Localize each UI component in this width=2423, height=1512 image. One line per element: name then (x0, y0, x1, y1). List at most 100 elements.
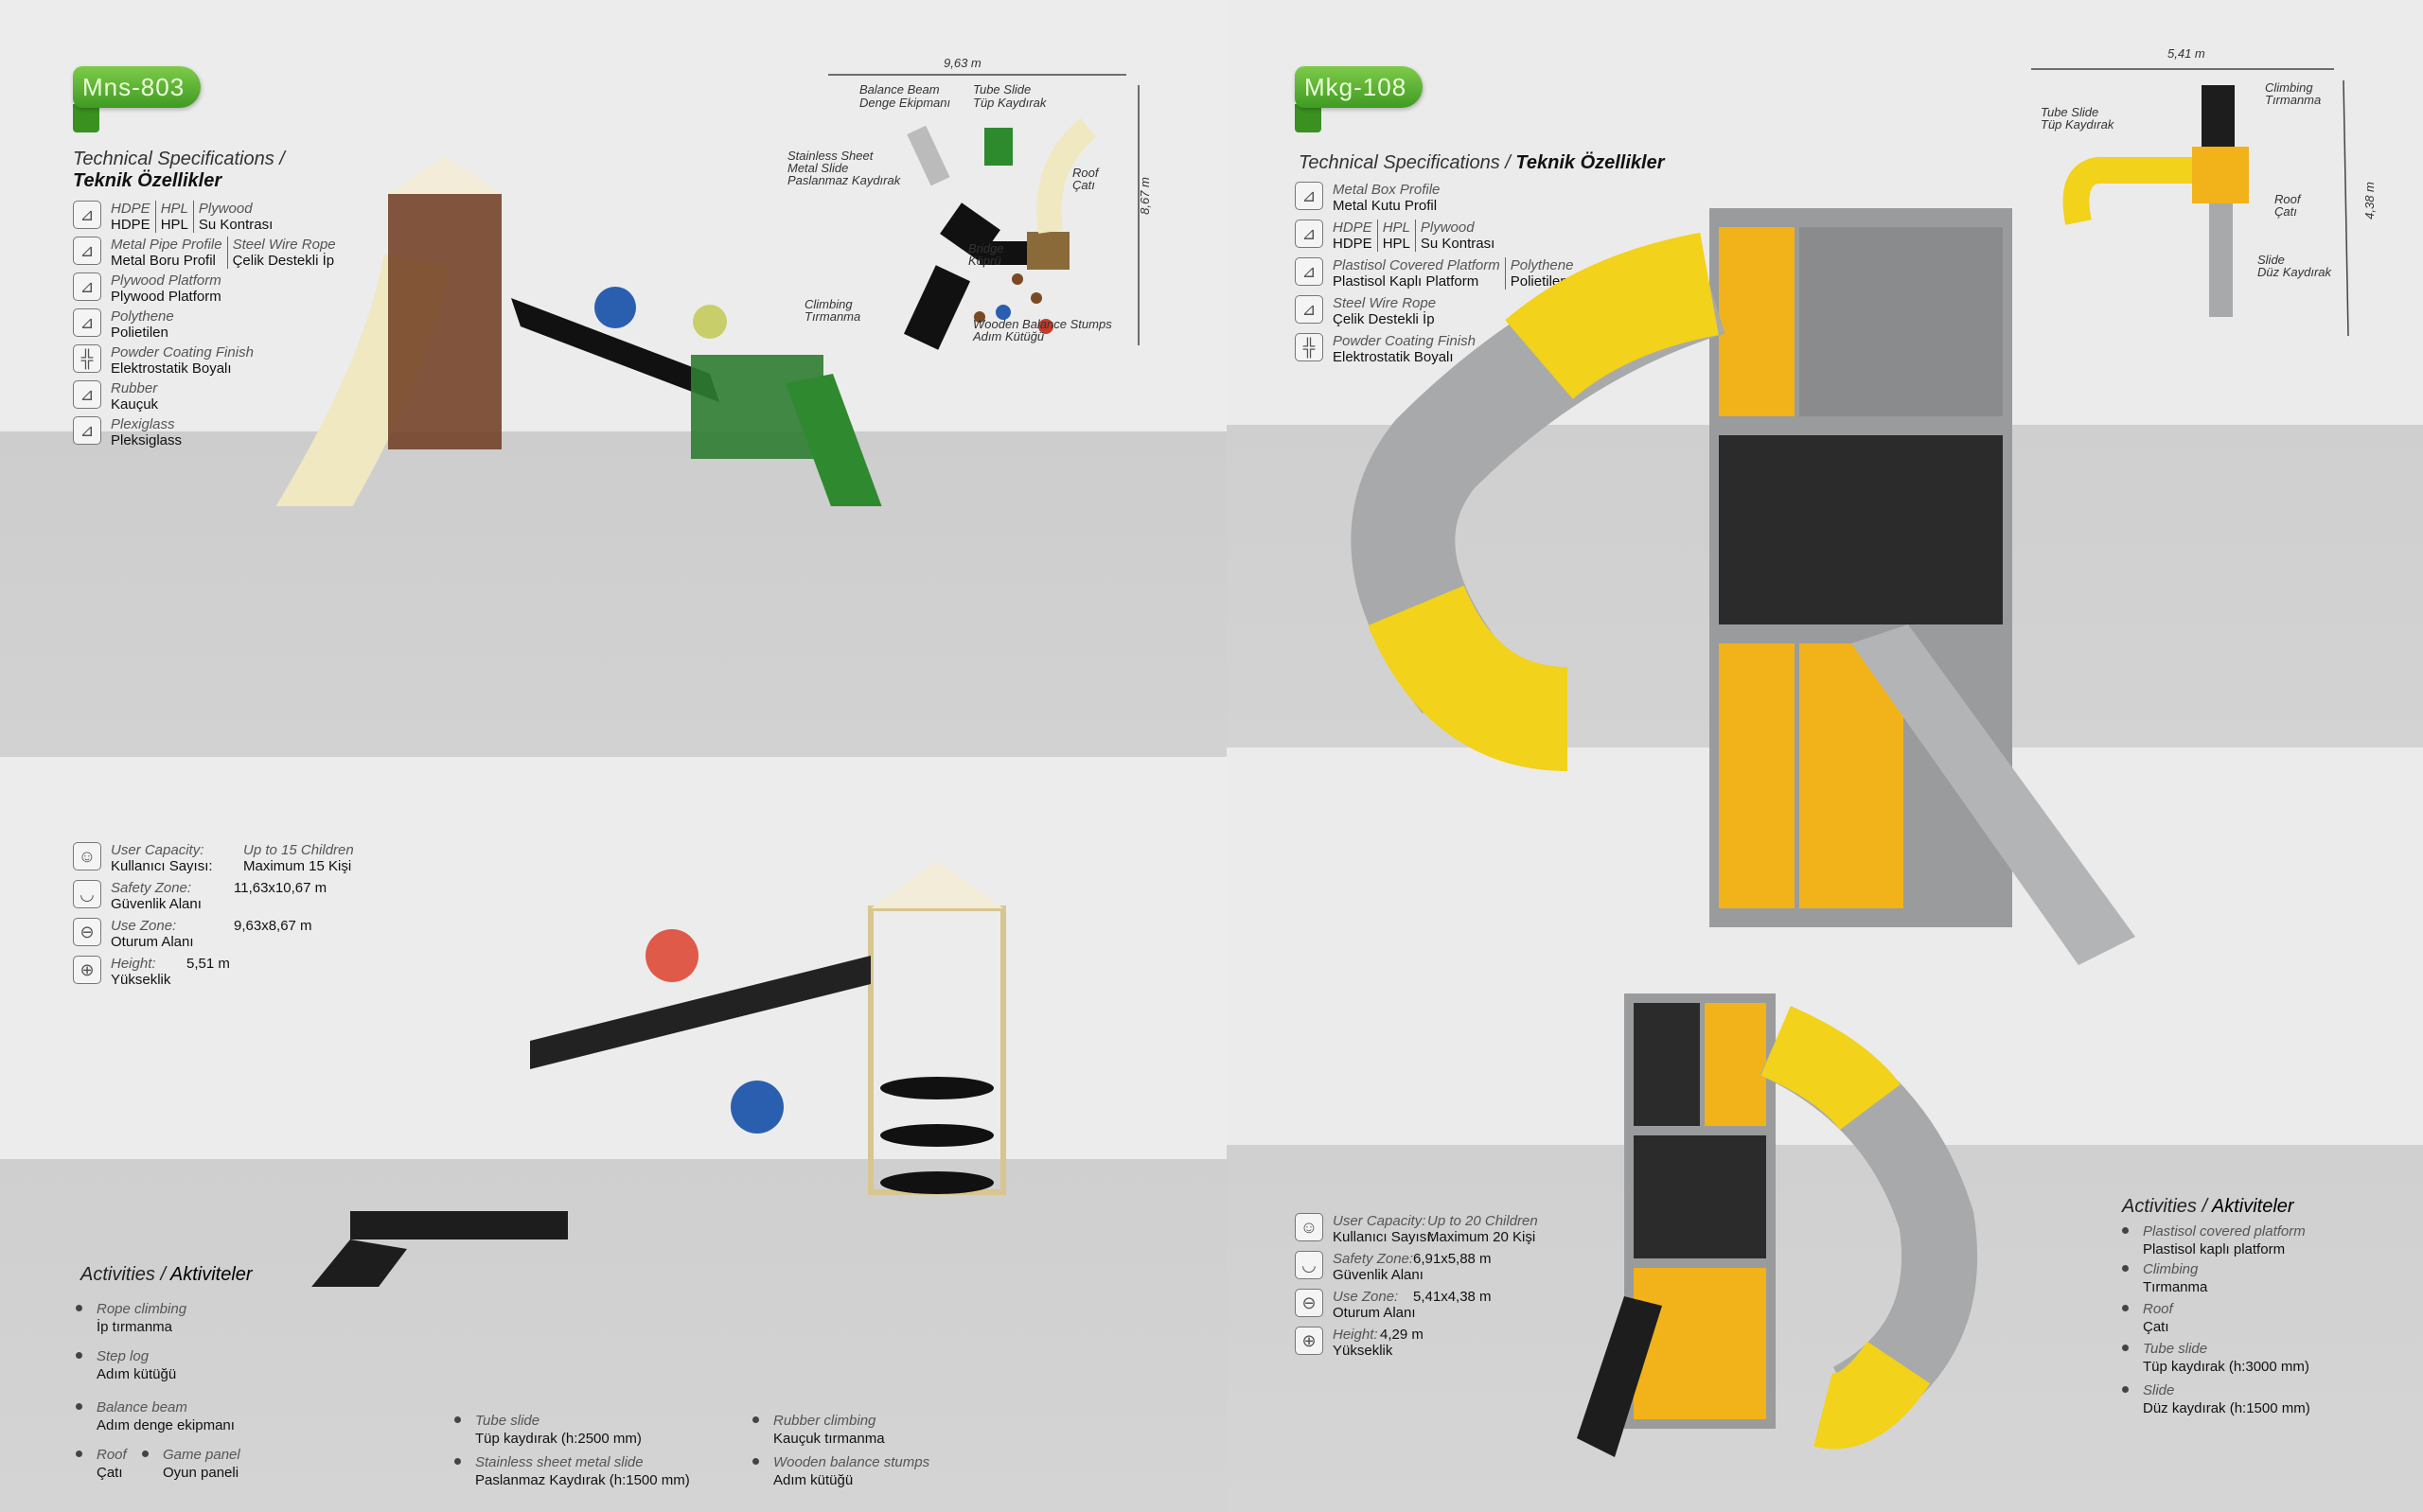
playground-illustration-top (1351, 208, 2135, 965)
stat-item: ☺User Capacity:Kullanıcı Sayısı:Up to 15… (73, 842, 395, 876)
spec-en: Plastisol Covered Platform (1333, 257, 1500, 273)
height-icon: ⊕ (1295, 1327, 1323, 1355)
spec-tr: HPL (1382, 236, 1410, 252)
activity-tr: Tırmanma (2143, 1279, 2208, 1295)
spec-en: Metal Box Profile (1333, 182, 1441, 198)
model-badge: Mns-803 (73, 66, 201, 132)
material-icon: ⊿ (1295, 182, 1323, 210)
cage-panel (1719, 435, 2003, 624)
spec-title-tr: Teknik Özellikler (1515, 152, 1665, 173)
plan-label: Paslanmaz Kaydırak (787, 173, 901, 187)
stat-value-tr: Maximum 20 Kişi (1427, 1229, 1536, 1245)
stat-label-tr: Güvenlik Alanı (111, 896, 202, 912)
spec-title-en: Technical Specifications / (1299, 152, 1511, 173)
divider (192, 201, 194, 233)
game-disc (594, 287, 636, 328)
straight-slide (1851, 624, 2135, 965)
climbing-wall (2202, 85, 2235, 147)
roof (388, 156, 502, 194)
stat-label: Use Zone:Oturum Alanı (1333, 1289, 1416, 1323)
activity-tr: Tüp kaydırak (h:2500 mm) (475, 1431, 642, 1447)
spec-tr: Çelik Destekli İp (1333, 311, 1435, 327)
plan-label: Stainless Sheet (787, 149, 874, 163)
spec-title: Technical Specifications / Teknik Özelli… (73, 149, 285, 192)
material-icon: ⊿ (73, 416, 101, 445)
activity-en: Roof (97, 1447, 127, 1463)
shield-icon: ◡ (73, 880, 101, 908)
stat-value-en: Up to 20 Children (1427, 1213, 1538, 1229)
tube-slide (275, 254, 450, 506)
plan-depth-label: 8,67 m (1137, 177, 1152, 215)
badge-tail (73, 104, 99, 132)
left-page-mns-803: Mns-803 Technical Specifications / Tekni… (0, 0, 1227, 1512)
stat-value-en: Up to 15 Children (243, 842, 354, 858)
stat-value-en: 6,91x5,88 m (1413, 1251, 1492, 1267)
metal-slide (907, 125, 950, 186)
spec-en: HDPE (111, 201, 150, 217)
plan-label: Köprü (968, 254, 1001, 268)
stat-label-tr: Yükseklik (1333, 1343, 1393, 1359)
spec-tr: HDPE (1333, 236, 1372, 252)
divider (154, 201, 156, 233)
game-disc (693, 305, 727, 339)
spec-en: Plywood (1420, 220, 1475, 236)
spec-tr: Pleksiglass (111, 432, 183, 448)
plan-label: Çatı (1072, 178, 1095, 192)
activities-title-tr: Aktiviteler (2211, 1196, 2294, 1217)
stat-label-en: Height: (1333, 1327, 1378, 1343)
stat-label-en: User Capacity: (111, 842, 204, 858)
plan-label: Balance Beam (859, 82, 940, 97)
activity-tr: Çatı (97, 1465, 123, 1481)
activity-tr: Adım kütüğü (773, 1472, 854, 1488)
plan-label: Climbing (805, 297, 853, 311)
material-icon: ⊿ (73, 308, 101, 337)
balance-beam (984, 128, 1013, 166)
spec-en: HPL (1382, 220, 1410, 236)
climbing-ramp (1577, 1296, 1662, 1457)
spec-en: Steel Wire Rope (1333, 295, 1437, 311)
spec-title-tr: Teknik Özellikler (73, 170, 222, 191)
stat-label-en: Height: (111, 956, 156, 972)
spec-tr: Metal Kutu Profil (1333, 198, 1438, 214)
roof (871, 861, 1003, 908)
activity-en: Plastisol covered platform (2143, 1223, 2306, 1239)
plan-label: Slide (2257, 253, 2285, 267)
spray-gun-icon: ╬ (1295, 333, 1323, 361)
activities-title: Activities / Aktiviteler (2122, 1196, 2294, 1218)
divider (1376, 220, 1378, 252)
material-icon: ⊿ (1295, 220, 1323, 248)
activity-en: Step log (97, 1348, 150, 1364)
stat-value: 11,63x10,67 m (234, 880, 327, 896)
activities-title: Activities / Aktiviteler (80, 1264, 253, 1286)
plan-label: Wooden Balance Stumps (973, 317, 1112, 331)
spec-tr: Elektrostatik Boyalı (1333, 349, 1454, 365)
plan-label: Adım Kütüğü (973, 329, 1045, 343)
activity-en: Rope climbing (97, 1301, 187, 1317)
activity-en: Rubber climbing (773, 1413, 876, 1429)
